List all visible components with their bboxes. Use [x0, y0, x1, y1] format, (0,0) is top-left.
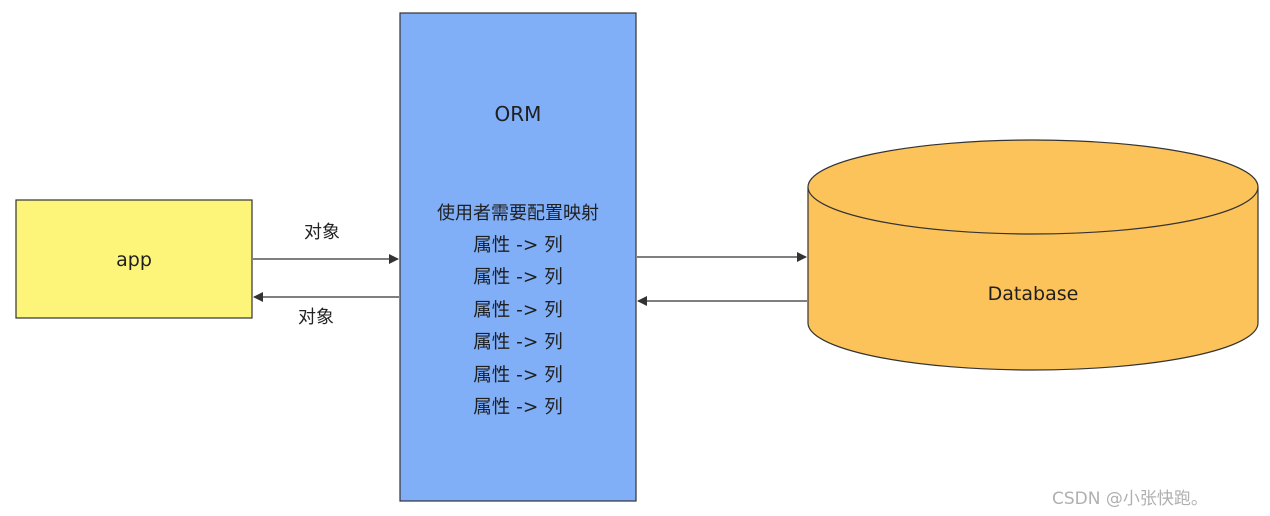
- orm-title: ORM: [494, 102, 542, 126]
- app-to-orm-edge-label: 对象: [304, 222, 340, 243]
- mapping-item: 属性 -> 列: [473, 396, 563, 418]
- mapping-item: 属性 -> 列: [473, 332, 563, 354]
- orm-to-app-edge-label: 对象: [298, 307, 334, 328]
- mapping-item: 属性 -> 列: [473, 364, 563, 386]
- mapping-item: 属性 -> 列: [473, 299, 563, 321]
- orm-mapping-list: 属性 -> 列 属性 -> 列 属性 -> 列 属性 -> 列 属性 -> 列 …: [400, 230, 636, 424]
- orm-box: [399, 12, 637, 502]
- watermark: CSDN @小张快跑。: [1052, 489, 1208, 509]
- database-top: [807, 139, 1259, 235]
- orm-config-label: 使用者需要配置映射: [437, 203, 599, 224]
- mapping-item: 属性 -> 列: [473, 235, 563, 256]
- app-box: [15, 199, 253, 319]
- database-label: Database: [987, 283, 1079, 305]
- database-body: [807, 187, 1259, 371]
- app-label: app: [116, 249, 152, 271]
- mapping-item: 属性 -> 列: [473, 267, 563, 289]
- database-cylinder: [807, 139, 1259, 371]
